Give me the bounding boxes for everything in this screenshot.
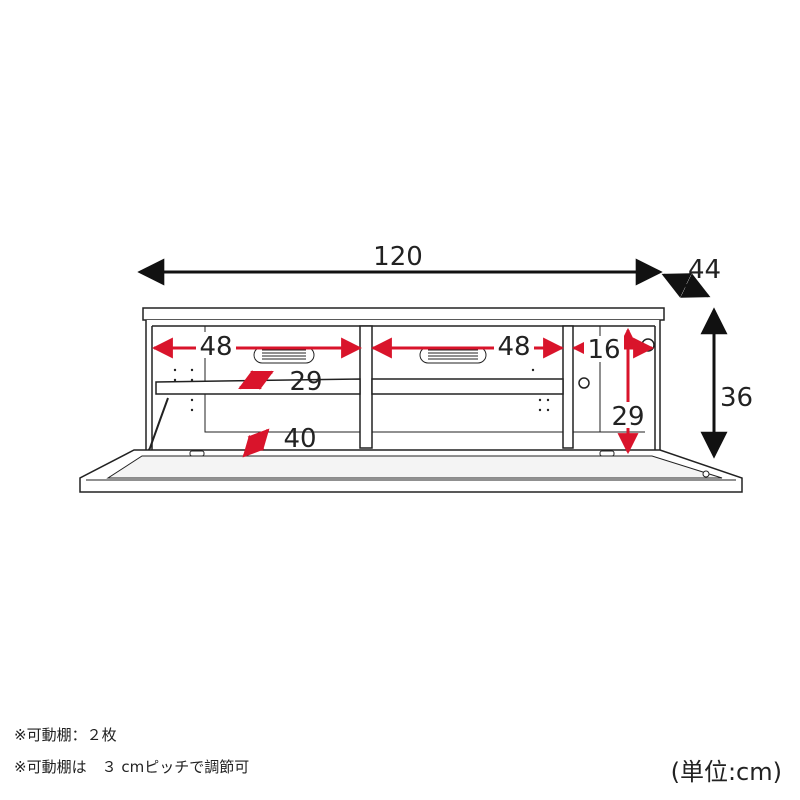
note-movable-shelf-pitch: ※可動棚は ３ cmピッチで調節可 — [14, 758, 250, 776]
bottom-depth-arrow — [242, 428, 270, 458]
outer-dimension-arrows — [137, 258, 728, 459]
top-board — [142, 307, 665, 321]
movable-shelf-left — [155, 378, 361, 395]
tv-board-body — [79, 307, 743, 493]
divider-center — [359, 325, 373, 449]
hinge-knob — [578, 377, 590, 389]
movable-shelf-right — [371, 378, 564, 395]
dimension-labels: 120 44 36 48 48 16 29 29 40 — [196, 242, 753, 454]
height-label: 36 — [720, 383, 753, 413]
divider-right — [562, 325, 574, 449]
center-width-label: 48 — [497, 332, 530, 362]
unit-label: (単位:cm) — [670, 758, 782, 786]
left-width-label: 48 — [199, 332, 232, 362]
note-movable-shelf-count: ※可動棚：２枚 — [14, 726, 117, 744]
width-label: 120 — [373, 242, 423, 272]
depth-arrow — [661, 273, 711, 298]
right-height-label: 29 — [611, 402, 644, 432]
shelf-depth-label: 29 — [289, 367, 322, 397]
shelf-depth-arrow — [238, 370, 274, 390]
depth-label: 44 — [688, 255, 721, 285]
right-width-label: 16 — [587, 335, 620, 365]
flap-inner-panel — [106, 455, 723, 479]
bottom-depth-label: 40 — [283, 424, 316, 454]
